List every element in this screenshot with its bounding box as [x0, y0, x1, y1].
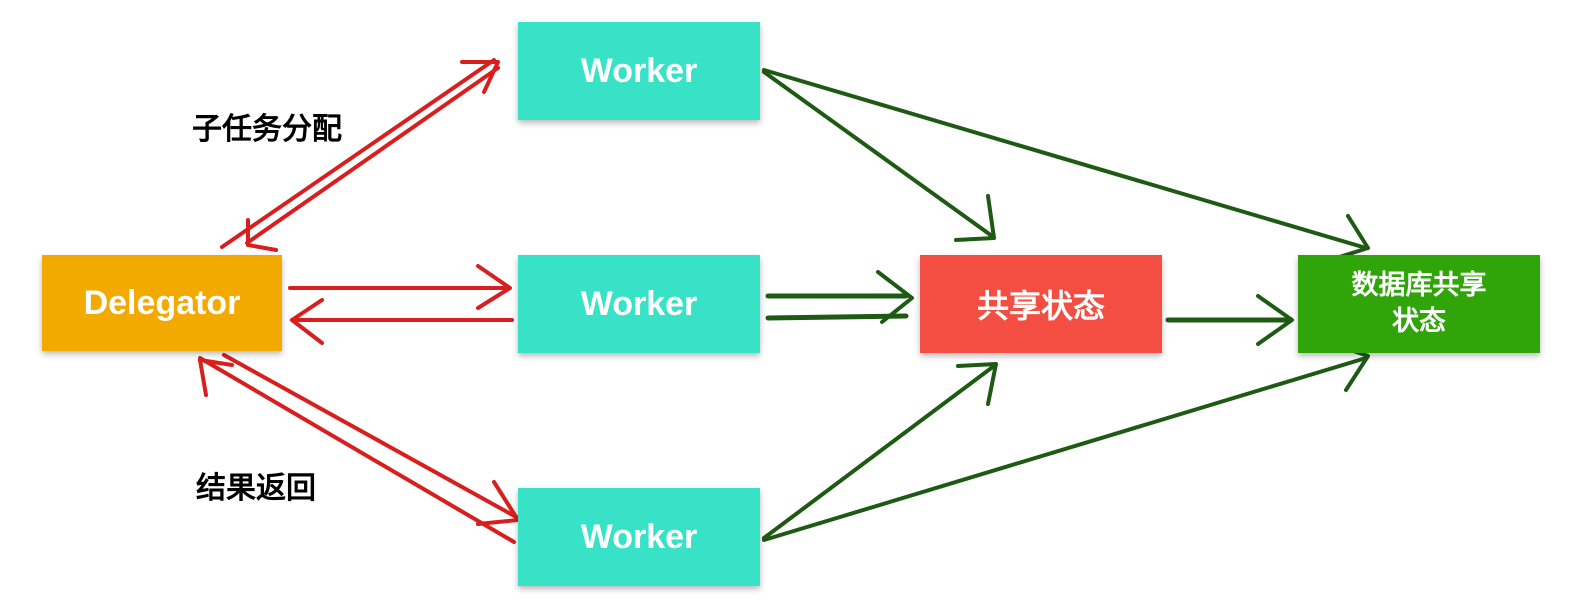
edge-delegator-worker-2: [288, 264, 514, 345]
database-node: 数据库共享 状态: [1298, 255, 1540, 353]
worker-1-label: Worker: [580, 51, 698, 90]
shared-state-label: 共享状态: [976, 287, 1105, 325]
worker-node-1: Worker: [518, 22, 760, 120]
edge-worker-1-database: [762, 68, 1370, 262]
edge-worker-1-shared: [762, 70, 996, 242]
edge-delegator-worker-3: [198, 353, 520, 544]
worker-node-3: Worker: [518, 488, 760, 586]
delegator-node: Delegator: [42, 255, 282, 351]
edge-worker-3-shared: [762, 362, 998, 540]
worker-node-2: Worker: [518, 255, 760, 353]
edge-shared-database: [1165, 294, 1294, 346]
edge-delegator-worker-1: [220, 58, 500, 252]
database-label-line-1: 数据库共享: [1351, 269, 1487, 301]
assign-label: 子任务分配: [192, 112, 342, 147]
database-label-line-2: 状态: [1392, 306, 1446, 337]
worker-3-label: Worker: [580, 517, 698, 556]
worker-2-label: Worker: [580, 284, 698, 323]
shared-state-node: 共享状态: [920, 255, 1162, 353]
delegator-label: Delegator: [83, 283, 241, 322]
edge-worker-3-database: [762, 340, 1370, 542]
edge-worker-2-shared: [765, 270, 914, 324]
return-label: 结果返回: [196, 471, 316, 506]
